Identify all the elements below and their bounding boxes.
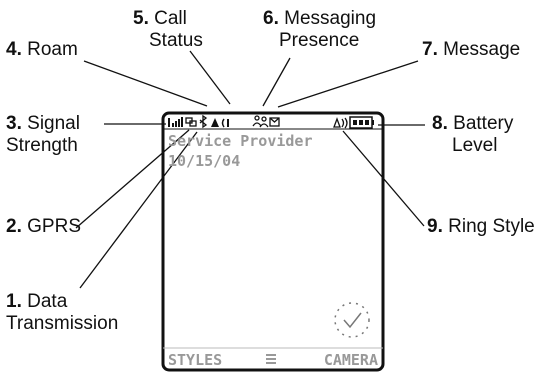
callout-signal-strength: 3. Signal Strength — [6, 113, 80, 156]
leader-gprs — [75, 129, 190, 229]
styles-softkey[interactable]: STYLES — [168, 351, 223, 369]
gprs-icon — [185, 117, 197, 127]
bluetooth-icon — [199, 114, 208, 129]
signal-strength-icon — [168, 117, 183, 127]
leader-call-status — [189, 50, 231, 105]
screen-frame — [161, 111, 385, 372]
callout-ring-style: 9. Ring Style — [427, 216, 535, 237]
leader-roam — [83, 60, 208, 107]
callout-message: 7. Message — [422, 39, 521, 60]
messaging-presence-icon — [252, 115, 269, 128]
call-status-icon — [221, 118, 229, 128]
callout-data-transmission: 1. Data Transmission — [6, 291, 119, 334]
leader-messaging — [262, 57, 291, 107]
menu-icon[interactable] — [266, 352, 276, 364]
callout-roam: 4. Roam — [6, 39, 78, 60]
callout-messaging-presence: 6. Messaging Presence — [263, 8, 377, 51]
message-icon — [269, 117, 280, 127]
camera-softkey[interactable]: CAMERA — [323, 351, 378, 369]
leader-message — [277, 60, 419, 108]
leader-data — [79, 131, 198, 289]
ring-style-icon — [333, 117, 348, 129]
date-text: 10/15/04 — [168, 152, 241, 170]
clock-icon — [334, 302, 370, 338]
battery-icon — [349, 116, 374, 129]
service-provider-text: Service Provider — [168, 132, 313, 150]
leader-ring-style — [342, 130, 425, 227]
callout-battery-level: 8. Battery Level — [432, 113, 514, 156]
roam-icon — [211, 118, 219, 127]
callout-call-status: 5. Call Status — [133, 8, 203, 51]
callout-gprs: 2. GPRS — [6, 216, 81, 237]
